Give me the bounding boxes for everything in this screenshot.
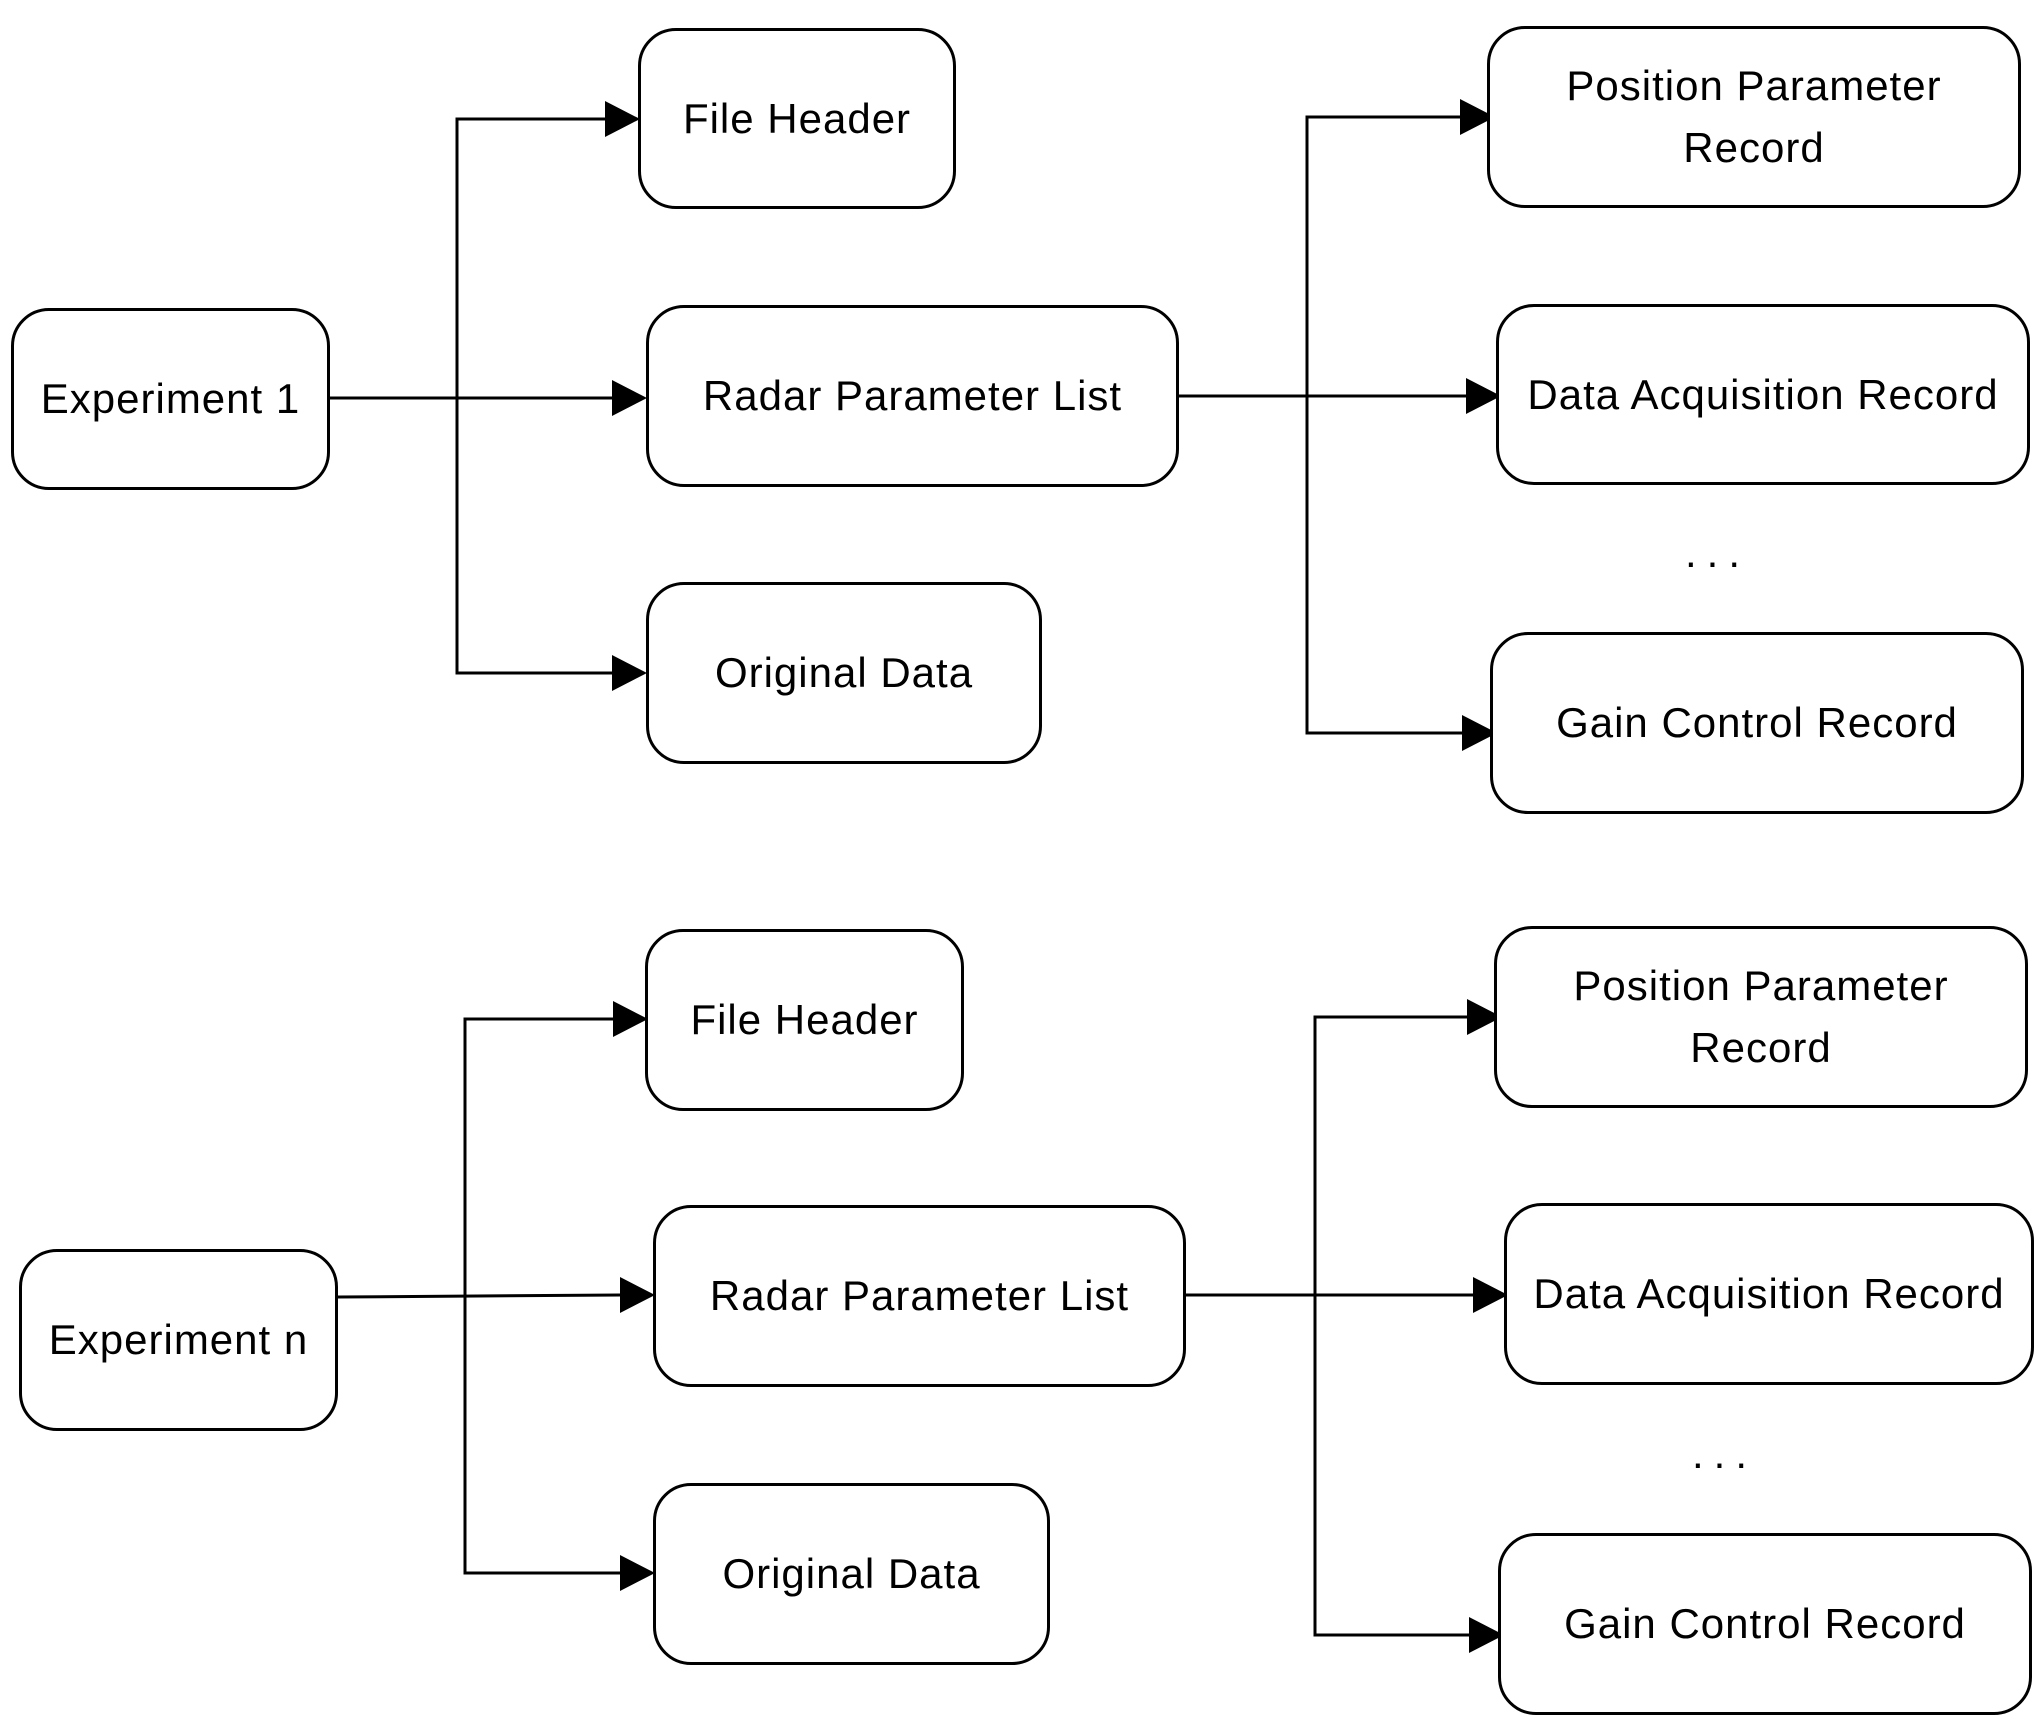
connector-expn-radar	[337, 1293, 621, 1299]
original-data-node: Original Data	[653, 1483, 1050, 1665]
arrowhead	[605, 101, 640, 137]
arrowhead	[1469, 1617, 1504, 1653]
position-parameter-record-line2: Record	[1690, 1024, 1832, 1071]
connector-expn-fileheader	[463, 1017, 613, 1295]
arrowhead	[1467, 999, 1502, 1035]
arrowhead	[612, 380, 647, 416]
experiment-node: Experiment n	[19, 1249, 338, 1431]
gain-control-record-node: Gain Control Record	[1498, 1533, 2032, 1715]
file-header-label: File Header	[682, 94, 912, 142]
arrowhead	[1473, 1277, 1508, 1313]
experiment-node: Experiment 1	[11, 308, 330, 490]
original-data-node: Original Data	[646, 582, 1042, 764]
connector-radarn-gain	[1313, 1295, 1469, 1637]
arrowhead	[620, 1277, 655, 1313]
original-data-label: Original Data	[714, 649, 974, 696]
connector-radar1-gain	[1305, 396, 1462, 735]
connector-exp1-fileheader	[455, 117, 605, 512]
data-acquisition-record-label: Data Acquisition Record	[1527, 370, 1999, 418]
radar-parameter-list-label: Radar Parameter List	[709, 1272, 1130, 1319]
position-parameter-record-node: Position Parameter Record	[1494, 926, 2028, 1108]
arrowhead	[612, 655, 647, 691]
ellipsis: ...	[1685, 529, 1751, 576]
experiment-label: Experiment 1	[40, 375, 301, 422]
arrowhead	[613, 1001, 648, 1037]
connector-exp1-original	[455, 398, 612, 675]
data-acquisition-record-label: Data Acquisition Record	[1533, 1270, 2005, 1317]
radar-parameter-list-node: Radar Parameter List	[653, 1205, 1186, 1387]
position-parameter-record-line2: Record	[1683, 124, 1825, 171]
gain-control-record-node: Gain Control Record	[1490, 632, 2024, 814]
data-acquisition-record-node: Data Acquisition Record	[1496, 304, 2030, 485]
arrowhead	[1462, 715, 1497, 751]
arrowhead	[1466, 378, 1501, 414]
arrowhead	[1460, 99, 1495, 135]
ellipsis: ...	[1692, 1430, 1758, 1477]
file-header-node: File Header	[638, 28, 956, 209]
radar-parameter-list-node: Radar Parameter List	[646, 305, 1179, 487]
connector-radarn-position	[1313, 1015, 1467, 1295]
file-header-node: File Header	[645, 929, 964, 1111]
position-parameter-record-line1: Position Parameter	[1573, 962, 1949, 1009]
gain-control-record-label: Gain Control Record	[1564, 1600, 1966, 1647]
position-parameter-record-line1: Position Parameter	[1566, 62, 1942, 109]
arrowhead	[620, 1555, 655, 1591]
file-header-label: File Header	[690, 996, 919, 1043]
connector-radar1-position	[1305, 115, 1460, 396]
original-data-label: Original Data	[722, 1550, 981, 1597]
position-parameter-record-node: Position Parameter Record	[1487, 26, 2021, 208]
gain-control-record-label: Gain Control Record	[1556, 699, 1958, 746]
radar-parameter-list-label: Radar Parameter List	[702, 372, 1123, 419]
experiment-label: Experiment n	[48, 1316, 309, 1363]
connector-expn-original	[463, 1295, 620, 1575]
data-acquisition-record-node: Data Acquisition Record	[1504, 1203, 2034, 1385]
